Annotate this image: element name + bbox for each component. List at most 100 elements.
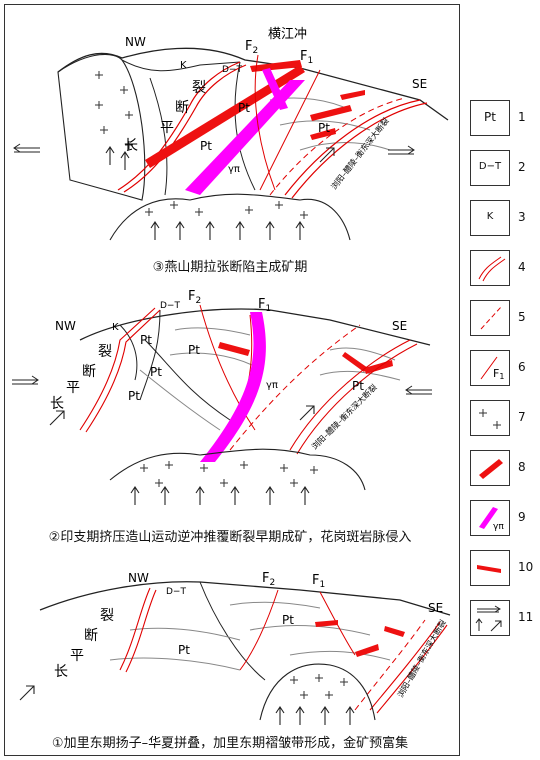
label-k: K: [180, 60, 187, 71]
label-fault-f2: F2: [262, 571, 275, 588]
surface-profile: [79, 308, 431, 346]
formation-boundary: [234, 61, 256, 191]
legend-number: 2: [518, 160, 526, 174]
legend-item: D−T 2: [466, 150, 536, 186]
label-chang: 长: [54, 664, 68, 680]
legend-swatch-orebody: [470, 450, 510, 486]
fault-f2: [239, 589, 279, 671]
label-pt: Pt: [200, 139, 212, 153]
legend-item: K 3: [466, 200, 536, 236]
label-chang: 长: [124, 138, 138, 154]
legend-swatch-dt: D−T: [470, 150, 510, 186]
label-nw: NW: [125, 35, 146, 49]
label-duan: 断: [175, 100, 189, 116]
legend-item: 8: [466, 450, 536, 486]
extensional-fault: [125, 589, 157, 673]
formation-boundary: [144, 339, 231, 421]
uplift-arrows: [19, 685, 355, 725]
legend-item: 10: [466, 550, 536, 586]
compression-arrows: [12, 375, 432, 395]
label-dt: D−T: [222, 65, 242, 75]
granite-body-left: [57, 53, 146, 201]
extensional-fault: [117, 61, 241, 191]
label-pt: Pt: [188, 343, 200, 357]
orebody-cap: [250, 60, 302, 72]
deep-fault-dashed: [269, 97, 406, 196]
label-lie: 裂: [98, 344, 112, 360]
legend-swatch-ore-lens: [470, 550, 510, 586]
label-gamma-pi: γπ: [228, 164, 240, 175]
orebody-small: [310, 105, 352, 121]
formation-contour: [229, 601, 321, 609]
legend-swatch-stress-arrows: [470, 600, 510, 636]
label-se: SE: [428, 601, 443, 615]
formation-boundary: [139, 309, 161, 401]
label-pt: Pt: [178, 643, 190, 657]
formation-contour: [249, 624, 371, 636]
granite-pattern: [140, 461, 318, 487]
porphyry-dike: [200, 312, 266, 462]
label-gamma-pi: γπ: [266, 380, 278, 391]
porphyry-dike: [262, 68, 288, 110]
extension-arrows: [13, 143, 415, 163]
label-dt: D−T: [166, 587, 186, 597]
legend-number: 6: [518, 360, 526, 374]
section-3-yanshanian: NW SE F2 F1 横江冲 K D−T Pt Pt Pt γπ 裂 断 平 …: [13, 27, 449, 241]
label-lie: 裂: [192, 80, 206, 96]
label-fault-f1: F1: [300, 49, 313, 66]
deep-fault: [284, 99, 421, 196]
orebody-small: [340, 90, 365, 100]
legend-item: 5: [466, 300, 536, 336]
legend-item: 7: [466, 400, 536, 436]
orebody-small: [310, 128, 336, 140]
section-1-caledonian: NW SE F2 F1 D−T Pt Pt 裂 断 平 长 浏阳–醴陵–衡东深大…: [19, 571, 451, 725]
deep-fault: [291, 102, 428, 199]
label-nw: NW: [55, 319, 76, 333]
legend-item: Pt 1: [466, 100, 536, 136]
orebody-main: [145, 65, 305, 168]
orebody-small: [384, 626, 405, 637]
caption-panel-1: ①加里东期扬子–华夏拼叠，加里东期褶皱带形成，金矿预富集: [51, 736, 409, 751]
label-deep-fault: 浏阳–醴陵–衡东深大断裂: [309, 382, 378, 451]
deep-fault: [369, 621, 441, 711]
label-place: 横江冲: [268, 27, 307, 42]
granite-body-lower: [259, 663, 376, 721]
legend-item: 11: [466, 600, 536, 636]
label-duan: 断: [82, 364, 96, 380]
fault-f1: [319, 591, 356, 656]
formation-boundary: [199, 581, 266, 681]
label-fault-f1: F1: [258, 297, 271, 314]
legend-item: 4: [466, 250, 536, 286]
formation-boundary: [119, 324, 138, 381]
label-se: SE: [412, 77, 427, 91]
label-pt: Pt: [238, 101, 250, 115]
label-se: SE: [392, 319, 407, 333]
label-ping: 平: [160, 120, 174, 136]
formation-boundary: [139, 369, 221, 431]
extensional-fault: [123, 64, 247, 193]
legend-number: 4: [518, 260, 526, 274]
surface-profile: [57, 47, 449, 121]
granite-pattern: [95, 71, 133, 149]
legend-item: γπ 9: [466, 500, 536, 536]
label-duan: 断: [84, 628, 98, 644]
svg-text:γπ: γπ: [493, 522, 504, 532]
formation-contour: [299, 142, 391, 151]
label-fault-f2: F2: [245, 39, 258, 56]
extensional-fault: [79, 307, 156, 431]
label-fault-f1: F1: [312, 573, 325, 590]
formation-contour: [109, 657, 241, 671]
legend-symbol: Pt: [484, 110, 496, 124]
label-pt: Pt: [140, 333, 152, 347]
formation-boundary: [149, 77, 168, 196]
deep-fault-dashed: [354, 619, 426, 711]
legend-number: 11: [518, 610, 534, 624]
formation-contour: [319, 370, 401, 381]
section-2-indosinian: NW SE F2 F1 K D−T Pt Pt Pt Pt Pt γπ 裂 断 …: [12, 289, 432, 505]
label-deep-fault: 浏阳–醴陵–衡东深大断裂: [395, 618, 448, 699]
porphyry-dike: [185, 80, 305, 195]
legend-swatch-fault: F1: [470, 350, 510, 386]
legend-number: 1: [518, 110, 526, 124]
caption-panel-3: ③燕山期拉张断陷主成矿期: [152, 260, 308, 275]
label-k: K: [112, 322, 119, 333]
